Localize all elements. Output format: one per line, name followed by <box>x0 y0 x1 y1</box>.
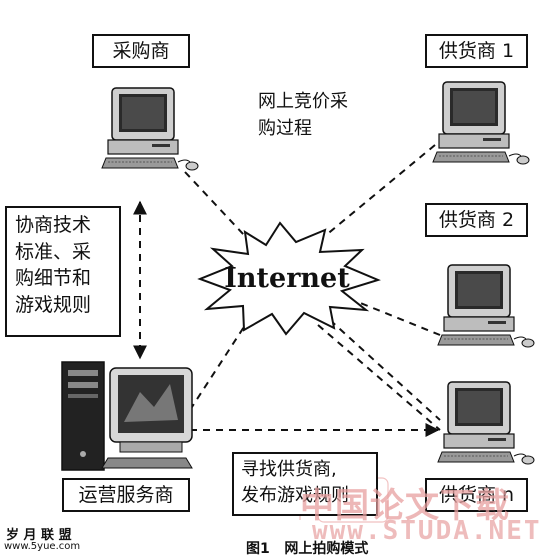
url-watermark-main: www.STUDA. <box>312 516 489 546</box>
url-watermark-tail: NET <box>488 516 542 546</box>
operator-label: 运营服务商 <box>78 484 174 506</box>
figure-caption: 图1 网上拍购模式 <box>246 541 369 557</box>
auction-process-label: 网上竞价采 购过程 <box>258 88 348 142</box>
connections <box>133 144 441 437</box>
url-watermark: www.STUDA.NET <box>312 516 542 546</box>
link-internet-suppliern-a <box>329 319 441 421</box>
operator-workstation-icon <box>61 361 193 471</box>
supplier2-box: 供货商 2 <box>425 203 528 237</box>
suppliern-computer-icon <box>437 381 535 465</box>
site-watermark-bottom: www.5yue.com <box>4 541 81 552</box>
negotiate-line-1: 协商技术 <box>15 214 92 236</box>
link-supplier2-internet <box>357 301 441 336</box>
supplier2-label: 供货商 2 <box>438 209 515 231</box>
link-supplier1-internet <box>324 144 436 237</box>
supplier1-label: 供货商 1 <box>438 40 515 62</box>
supplier2-computer-icon <box>437 264 535 348</box>
link-operator-internet <box>189 309 256 411</box>
find-suppliers-box: 寻找供货商, 发布游戏规则 <box>232 452 378 516</box>
buyer-label: 采购商 <box>112 40 170 62</box>
brand-watermark: 中国论文下载 <box>300 486 510 526</box>
find-line-1: 寻找供货商, <box>241 459 337 480</box>
internet-label: Internet <box>224 263 350 294</box>
auction-line-1: 网上竞价采 <box>258 91 348 112</box>
negotiate-box: 协商技术 标准、采 购细节和 游戏规则 <box>5 206 121 337</box>
suppliern-box: 供货商 n <box>425 478 528 512</box>
supplier1-computer-icon <box>432 81 530 165</box>
site-watermark-top: 岁 月 联 盟 <box>6 528 72 543</box>
link-buyer-internet <box>184 171 246 237</box>
find-line-2: 发布游戏规则 <box>241 485 349 507</box>
negotiate-line-3: 购细节和 <box>15 267 92 290</box>
negotiate-line-2: 标准、采 <box>15 240 92 263</box>
operator-box: 运营服务商 <box>62 478 190 512</box>
link-internet-suppliern-b <box>317 324 441 431</box>
buyer-box: 采购商 <box>92 34 190 68</box>
buyer-computer-icon <box>101 87 199 171</box>
internet-starburst <box>197 221 381 336</box>
suppliern-label: 供货商 n <box>438 484 515 506</box>
auction-line-2: 购过程 <box>258 118 312 139</box>
negotiate-line-4: 游戏规则 <box>15 293 92 316</box>
supplier1-box: 供货商 1 <box>425 34 528 68</box>
